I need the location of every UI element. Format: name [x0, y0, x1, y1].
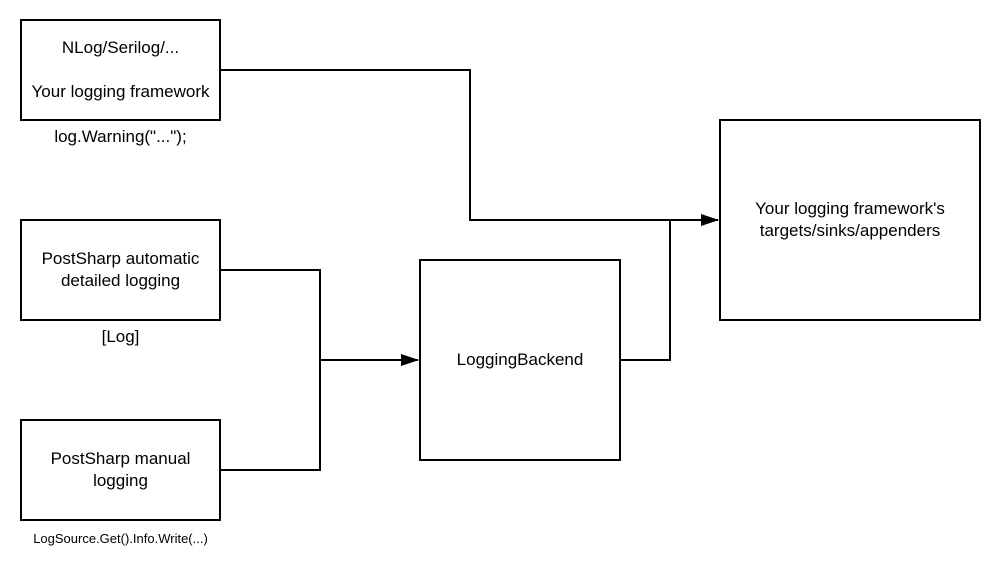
box-logging-framework-line1: NLog/Serilog/...: [61, 38, 180, 57]
box-manual-logging[interactable]: PostSharp manual logging: [20, 419, 221, 521]
box-automatic-logging[interactable]: PostSharp automatic detailed logging: [20, 219, 221, 321]
box-logging-framework[interactable]: NLog/Serilog/... Your logging framework: [20, 19, 221, 121]
box-targets[interactable]: Your logging framework's targets/sinks/a…: [719, 119, 981, 321]
box-logging-backend-label: LoggingBackend: [456, 350, 584, 369]
box-automatic-logging-line1: PostSharp automatic: [41, 249, 200, 268]
caption-framework-code: log.Warning("...");: [54, 127, 187, 146]
caption-log-attribute: [Log]: [101, 327, 140, 346]
connector-backend-to-targets: [621, 220, 671, 361]
box-targets-line2: targets/sinks/appenders: [759, 221, 941, 240]
box-logging-backend[interactable]: LoggingBackend: [419, 259, 621, 461]
connector-manual-to-junction: [221, 360, 321, 471]
box-targets-line1: Your logging framework's: [755, 199, 945, 218]
box-manual-logging-line1: PostSharp manual: [50, 449, 191, 468]
box-logging-framework-line2: Your logging framework: [31, 82, 210, 101]
box-automatic-logging-line2: detailed logging: [60, 271, 181, 290]
connector-automatic-to-junction: [221, 269, 321, 360]
connector-framework-to-targets: [221, 69, 719, 226]
caption-manual-code: LogSource.Get().Info.Write(...): [33, 531, 208, 546]
box-manual-logging-line2: logging: [93, 471, 148, 490]
